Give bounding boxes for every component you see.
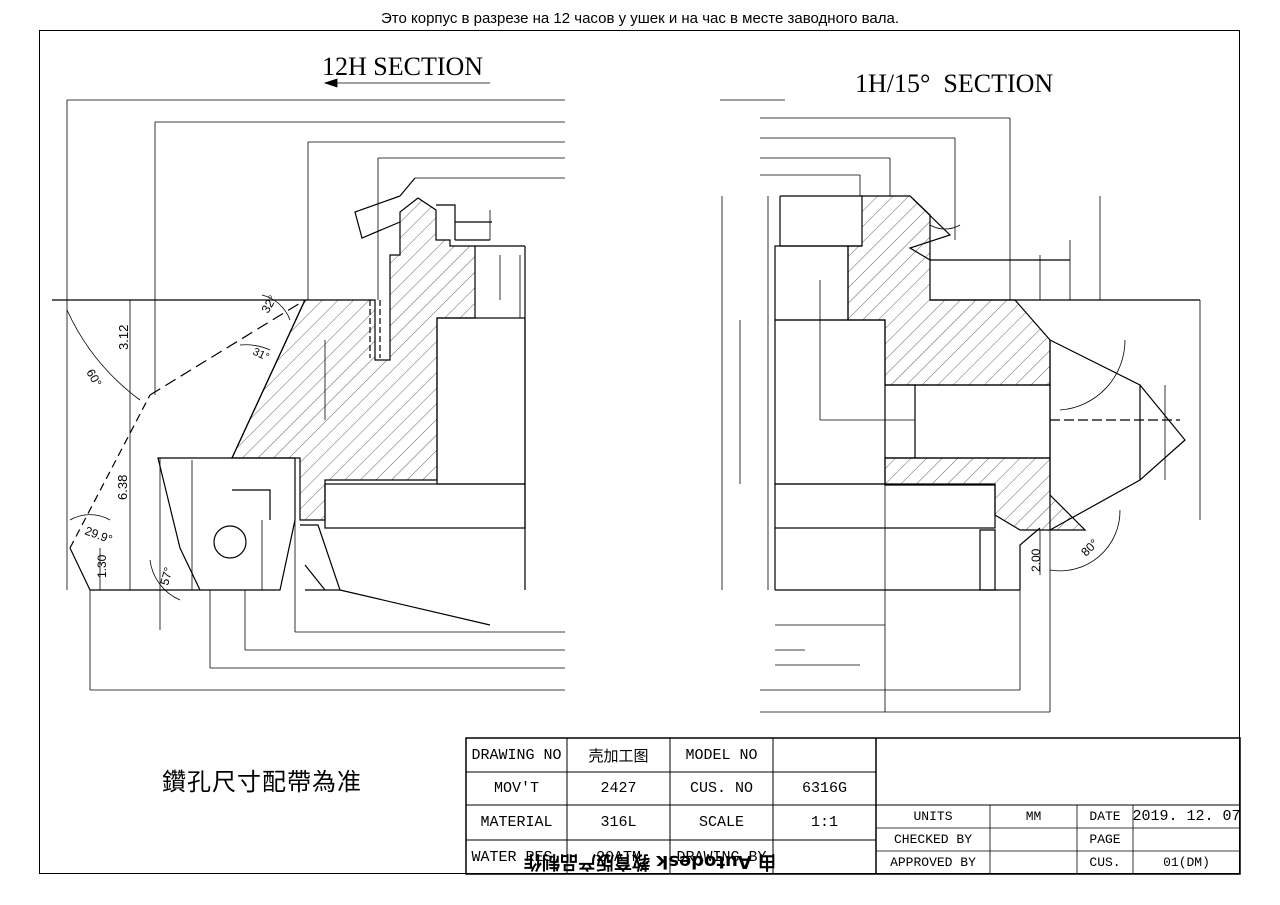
page-label: PAGE [1089, 832, 1121, 847]
drawing-no-label: DRAWING NO [471, 746, 562, 764]
dim-3-12: 3.12 [116, 325, 131, 350]
dim-2-00: 2.00 [1029, 548, 1043, 572]
water-res-label: WATER RES. [471, 848, 562, 866]
drawing-by-label: DRAWING BY [676, 848, 767, 866]
cus-label: CUS. [1089, 855, 1121, 870]
angle-31: 31° [251, 346, 271, 364]
cus-no-label: CUS. NO [689, 780, 753, 797]
left-section [52, 78, 565, 691]
cus-value: 01(DM) [1163, 855, 1210, 870]
date-value: 2019. 12. 07 [1132, 808, 1241, 825]
angle-80: 80° [1078, 536, 1101, 559]
left-section-body [231, 197, 476, 521]
drawing-no-value: 壳加工图 [588, 746, 649, 765]
drill-note: 鑽孔尺寸配帶為准 [162, 768, 362, 796]
model-no-label: MODEL NO [685, 746, 758, 764]
cus-no-value: 6316G [801, 780, 847, 797]
movt-value: 2427 [600, 780, 637, 797]
model-no-value [773, 738, 876, 772]
dim-6-38: 6.38 [115, 475, 130, 500]
units-label: UNITS [913, 809, 953, 824]
right-section-title: 1H/15° SECTION [855, 69, 1053, 98]
material-label: MATERIAL [480, 814, 553, 831]
date-label: DATE [1089, 809, 1121, 824]
left-section-title: 12H SECTION [322, 52, 483, 81]
units-value: MM [1025, 809, 1042, 824]
movt-label: MOV'T [493, 780, 539, 797]
checked-by-label: CHECKED BY [893, 832, 972, 847]
right-section [720, 99, 1201, 713]
scale-label: SCALE [698, 814, 744, 831]
autodesk-watermark: 由 Autodesk 教育版产品制作 [523, 851, 777, 872]
angle-32: 32° [258, 293, 279, 316]
right-section-body-lower [884, 457, 1087, 531]
angle-57: 57° [157, 565, 175, 586]
material-value: 316L [600, 814, 637, 831]
water-res-value: 20ATM [595, 848, 641, 866]
right-section-body [847, 195, 1051, 386]
approved-by-label: APPROVED BY [890, 855, 976, 870]
title-block [465, 737, 1241, 875]
scale-value: 1:1 [810, 814, 838, 831]
angle-60: 60° [83, 367, 104, 390]
dim-1-30: 1.30 [95, 554, 109, 578]
caption: Это корпус в разрезе на 12 часов у ушек … [381, 10, 899, 27]
angle-29-9: 29.9° [83, 524, 114, 547]
